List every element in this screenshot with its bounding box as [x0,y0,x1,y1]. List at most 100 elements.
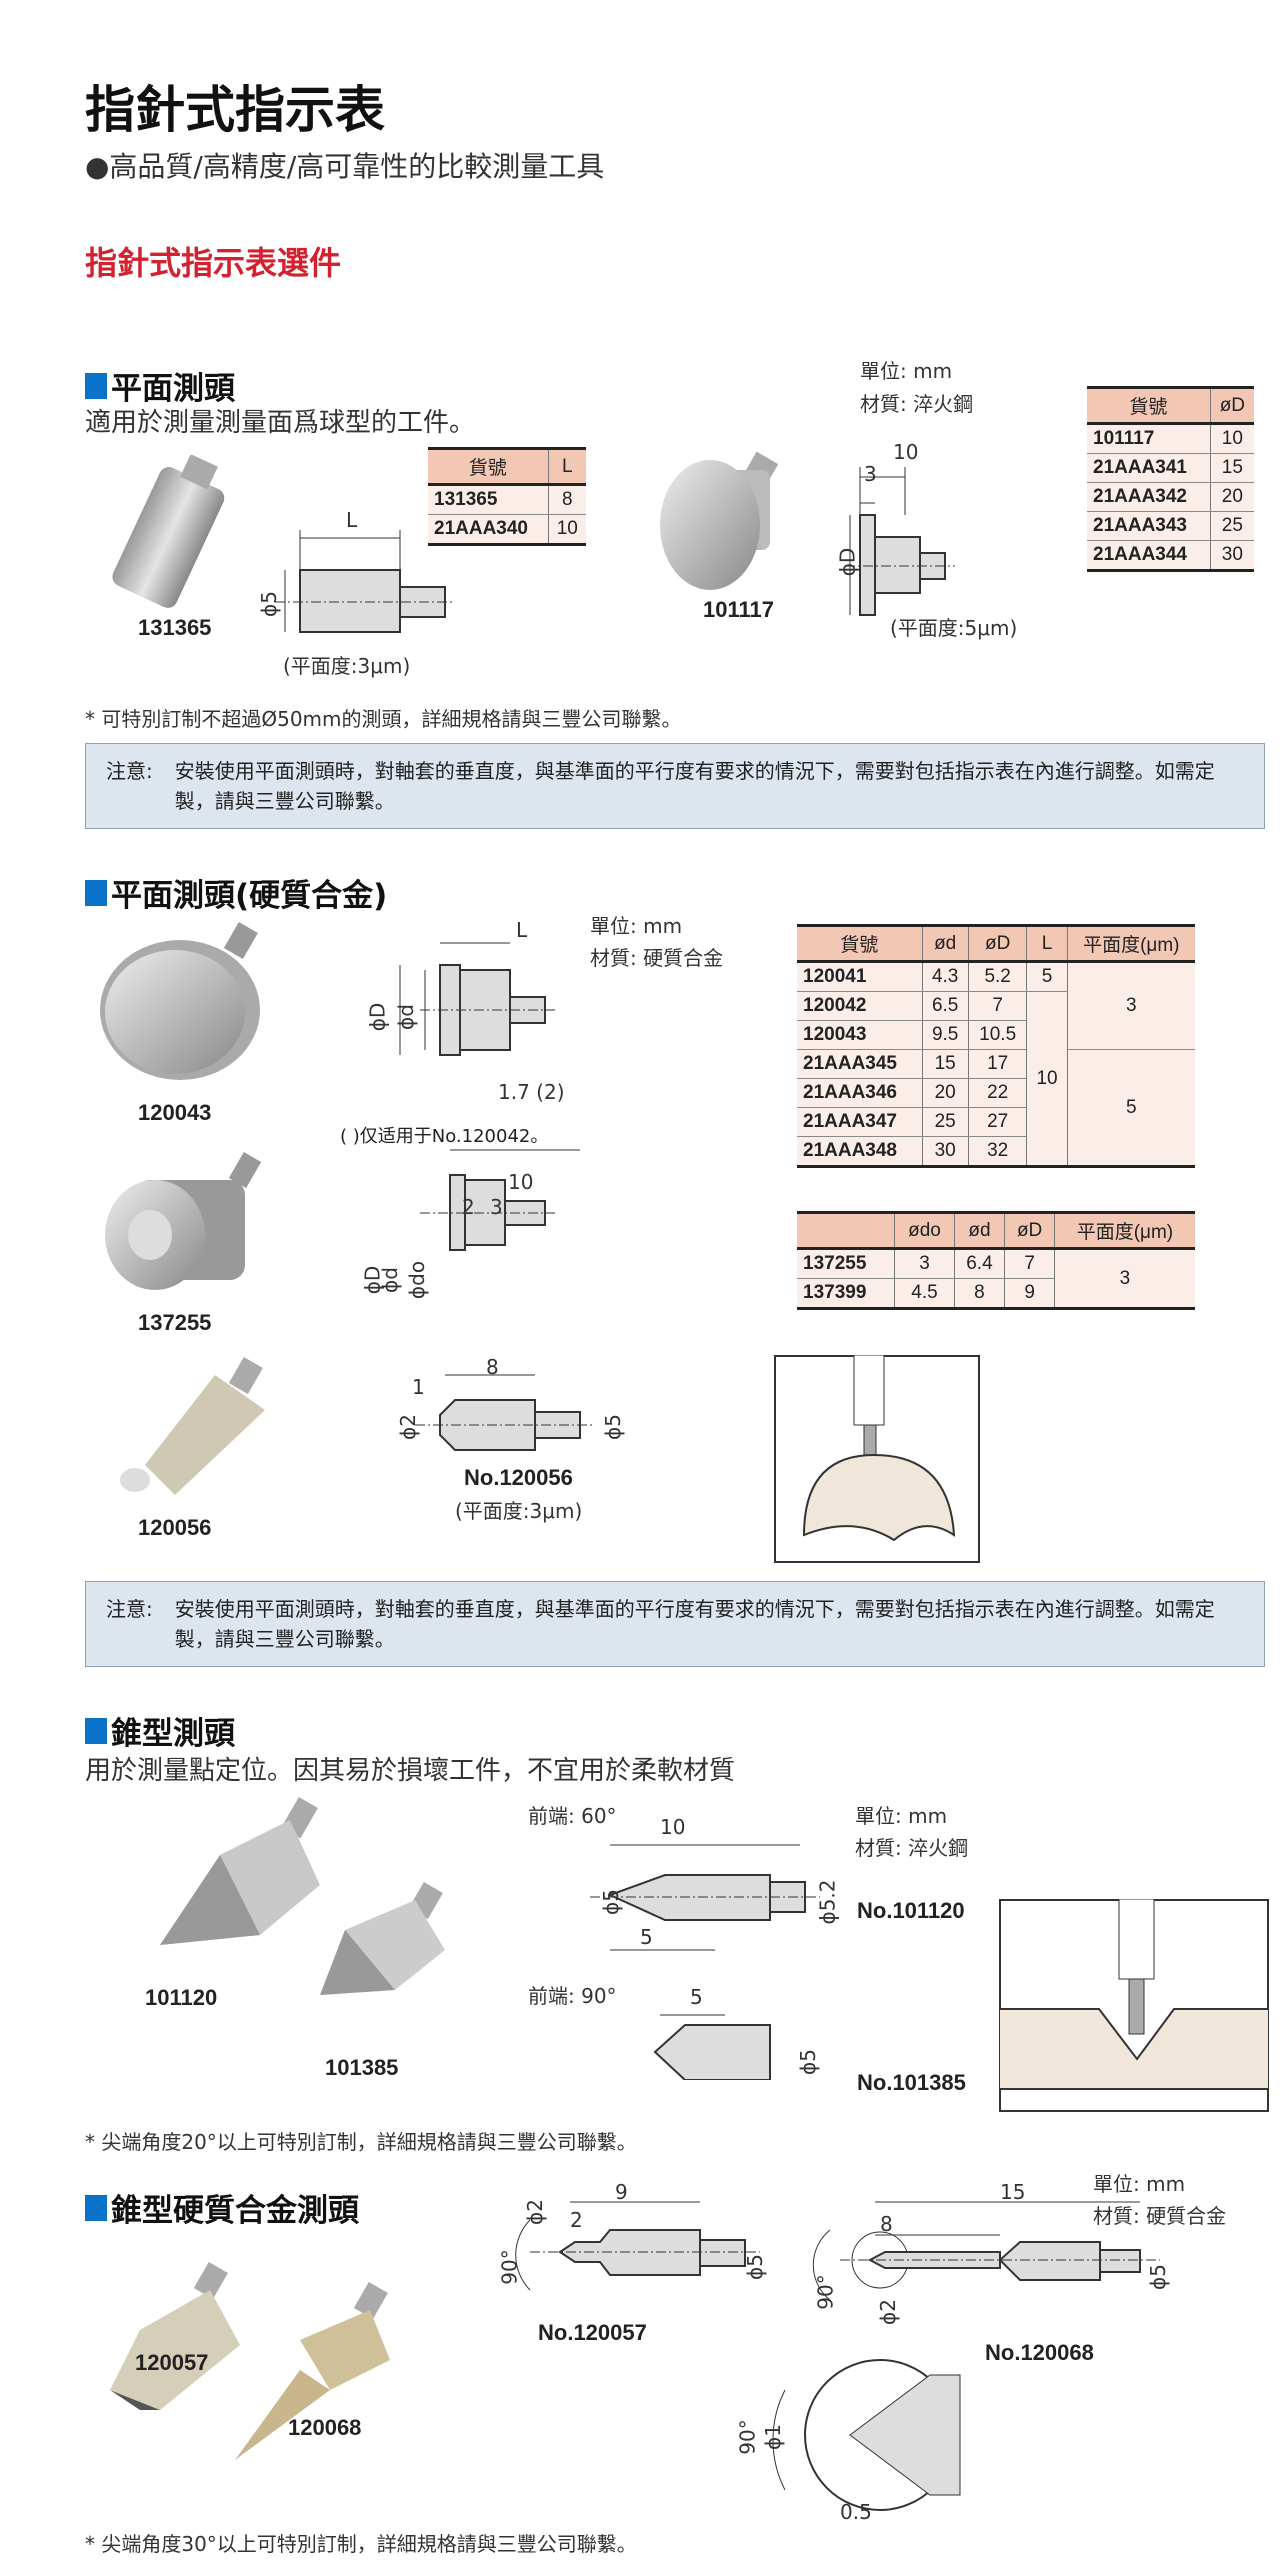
cell: 131365 [428,484,549,515]
cell: 5 [1026,961,1068,992]
col-header: L [547,448,586,486]
dimension-drawing-120068 [772,2201,1160,2511]
dim-label: 2 [462,1195,475,1219]
dim-label: 5 [690,1985,703,2009]
probe-120057-120068-image [110,2262,390,2460]
cell: 21AAA342 [1087,482,1211,512]
cell: 137255 [797,1248,895,1279]
dim-label: L [346,508,358,532]
cell: 32 [967,1136,1027,1167]
dim-label: 2 [570,2208,583,2232]
applicability-note: ( )仅适用于No.120042。 [340,1126,549,1147]
part-no-101385: No.101385 [857,2070,966,2095]
dim-label: ϕd [377,1267,402,1293]
page-title: 指針式指示表 [85,81,385,139]
cell: 8 [953,1278,1005,1309]
dim-label: ϕ5 [1145,2264,1170,2290]
cell: 20 [1209,482,1254,512]
part-no-120068: No.120068 [985,2340,1094,2365]
unit: 單位: mm [860,359,953,383]
cell: 4.3 [921,961,969,992]
cell: 21AAA346 [797,1078,923,1108]
dim-label: 10 [893,440,919,464]
label-131365: 131365 [138,615,212,640]
heading-marker [85,2194,107,2221]
cell: 8 [547,484,586,515]
col-header: øD [1004,1212,1055,1250]
cell: 10.5 [967,1020,1027,1050]
footnote: * 尖端角度30°以上可特別訂制，詳細規格請與三豐公司聯繫。 [85,2532,637,2556]
cell: 3 [894,1248,955,1279]
cell: 22 [967,1078,1027,1108]
dimension-drawing-131365 [275,530,455,633]
unit: 單位: mm [855,1804,948,1828]
cell: 3 [1066,961,1195,1050]
usage-illustration-flat [774,1355,980,1563]
col-header: ødo [894,1212,955,1250]
dim-label: ϕ2 [522,2199,547,2225]
probe-101120-image [160,1797,320,1945]
footnote: * 尖端角度20°以上可特別訂制，詳細規格請與三豐公司聯繫。 [85,2130,637,2154]
dimension-drawing-120056 [415,1374,595,1451]
dim-label: 8 [880,2212,893,2236]
col-header: 貨號 [797,925,923,963]
col-header: ød [953,1212,1005,1250]
cell: 25 [921,1107,969,1137]
cell: 20 [921,1078,969,1108]
cell: 5 [1066,1049,1195,1167]
cell: 21AAA341 [1087,453,1211,483]
heading-text: 平面測頭(硬質合金) [111,878,388,914]
cone-heading: 錐型測頭 [85,1708,235,1753]
cell: 4.5 [894,1278,955,1309]
part-no-120056: No.120056 [464,1465,573,1490]
dim-label: ϕ5 [600,1414,625,1440]
unit: 單位: mm [590,914,683,938]
col-header: øD [967,925,1027,963]
material: 材質: 硬質合金 [1093,2204,1227,2228]
col-header: 平面度(μm) [1066,925,1195,963]
cone-desc: 用於測量點定位。因其易於損壞工件，不宜用於柔軟材質 [85,1756,736,1786]
notice-label: 注意: [106,759,153,783]
cell: 15 [1209,453,1254,483]
cell: 7 [1004,1248,1055,1279]
cell: 7 [967,991,1027,1021]
dim-label: 90° [497,2249,522,2285]
cell: 120043 [797,1020,923,1050]
flat-desc: 適用於測量測量面爲球型的工件。 [85,408,476,438]
dim-label: ϕ1 [760,2424,785,2450]
material: 材質: 淬火鋼 [855,1836,969,1860]
dim-label: ϕ5 [795,2049,820,2075]
heading-marker [85,372,107,399]
cell: 21AAA343 [1087,511,1211,541]
dim-label: 15 [1000,2180,1026,2204]
dim-label: ϕ5 [598,1889,623,1915]
cell: 120041 [797,961,923,992]
subtitle: ●高品質/高精度/高可靠性的比較測量工具 [85,150,605,183]
probe-137255-image [105,1152,262,1290]
cell: 21AAA340 [428,514,549,545]
label-120043: 120043 [138,1100,212,1125]
notice-label: 注意: [106,1597,153,1621]
cell: 30 [921,1136,969,1167]
dimension-drawings-carbide [399,942,580,1251]
dimension-drawings-cone [590,1844,820,2080]
probe-120043-image [100,922,260,1080]
dim-label: 90° [813,2274,838,2310]
cell: 3 [1053,1248,1195,1309]
probe-131365-image [112,455,225,608]
col-header: øD [1209,387,1254,425]
cell: 9.5 [921,1020,969,1050]
heading-marker [85,879,107,906]
dim-label: 10 [508,1170,534,1194]
cell: 25 [1209,511,1254,541]
